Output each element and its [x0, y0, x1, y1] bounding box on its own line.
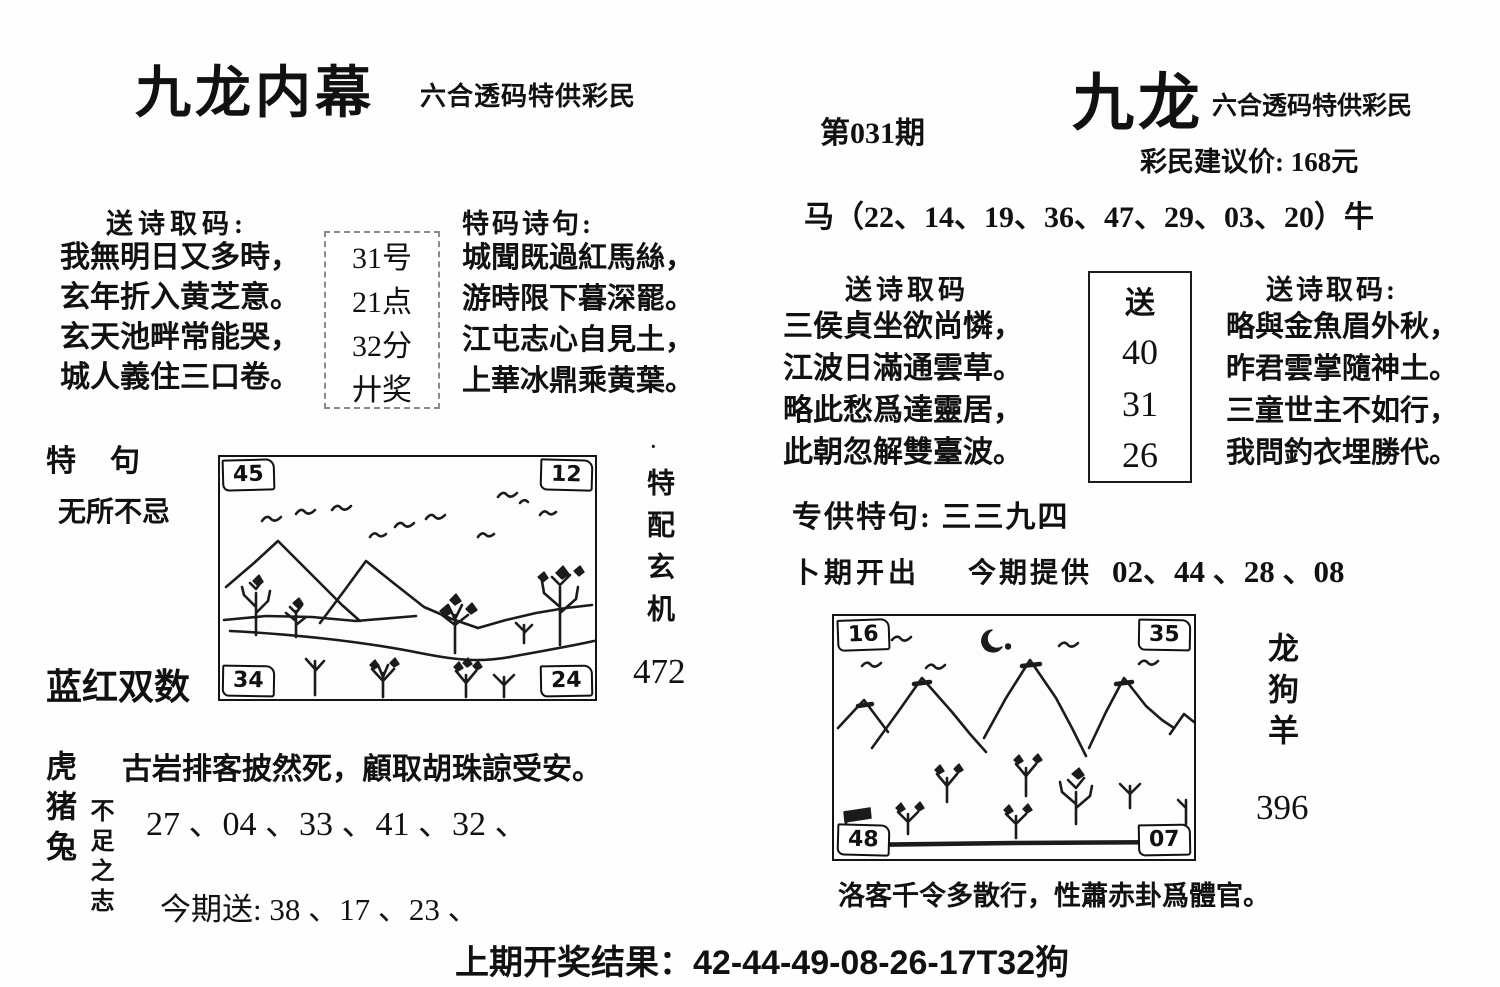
sketch-corner-number: 12 — [539, 458, 594, 492]
current-period-numbers: 02、44 、28 、08 — [1112, 554, 1345, 589]
poem-line: 三侯貞坐欲尚憐， — [783, 310, 1023, 343]
gift-box-number: 31 — [1122, 383, 1158, 424]
left-drawing-number: 472 — [633, 652, 686, 691]
motto-vertical-label: 不足之志 — [86, 798, 112, 918]
left-poem-header: 送诗取码: — [106, 209, 248, 239]
code-box-row: 廾奖 — [352, 374, 412, 407]
gift-box-number: 26 — [1122, 435, 1158, 476]
right-drawing-side-text: 龙狗羊 — [1263, 632, 1298, 755]
te-ju-value: 无所不忌 — [58, 497, 171, 528]
sketch-corner-number: 16 — [836, 618, 891, 652]
code-box-row: 21点 — [352, 286, 412, 319]
bottom-left-numbers: 27 、04 、33 、41 、32 、 — [146, 806, 529, 843]
left-masthead-title: 九龙内幕 — [135, 63, 375, 125]
mid-poem-header: 送诗取码 — [845, 275, 969, 305]
poem-line: 三童世主不如行， — [1226, 395, 1459, 427]
side-dot: · — [650, 436, 657, 458]
te-ju-label: 特 句 — [46, 445, 142, 478]
left-code-box: 31号 21点 32分 廾奖 — [324, 231, 440, 409]
left-masthead-subtitle: 六合透码特供彩民 — [420, 82, 637, 111]
suggested-price: 彩民建议价: 168元 — [1140, 147, 1359, 177]
special-poem-header: 特码诗句: — [462, 209, 594, 239]
code-box-row: 31号 — [352, 242, 412, 275]
prev-period-label: 卜期开出 — [792, 558, 921, 589]
special-phrase-line: 专供特句: 三三九四 — [792, 501, 1070, 534]
gift-box-title: 送 — [1125, 286, 1155, 320]
right-poem: 略與金魚眉外秋， 昨君雲掌隨神土。 三童世主不如行， 我問釣衣埋勝代。 — [1226, 306, 1458, 474]
poem-line: 城聞既過紅馬絲， — [462, 242, 695, 274]
poem-line: 略此愁爲達靈居， — [783, 394, 1023, 427]
poem-line: 我問釣衣埋勝代。 — [1226, 437, 1459, 469]
poem-line: 上華冰鼎乘黄葉。 — [462, 365, 695, 397]
left-poem: 我無明日又多時， 玄年折入黄芝意。 玄天池畔常能哭， 城人義住三口卷。 — [60, 238, 300, 398]
poem-line: 玄年折入黄芝意。 — [60, 281, 300, 314]
right-sketch-drawing: 16 35 48 07 — [832, 614, 1196, 861]
sketch-corner-number: 48 — [836, 823, 891, 857]
right-drawing-number: 396 — [1256, 788, 1309, 827]
sketch-corner-number: 07 — [1138, 823, 1192, 857]
poem-line: 城人義住三口卷。 — [60, 361, 300, 394]
poem-line: 我無明日又多時， — [60, 241, 300, 274]
sketch-corner-number: 24 — [540, 664, 594, 698]
special-poem: 城聞既過紅馬絲， 游時限下暮深罷。 江屯志心自見土， 上華冰鼎乘黄葉。 — [462, 238, 694, 402]
mid-poem: 三侯貞坐欲尚憐， 江波日滿通雲草。 略此愁爲達靈居， 此朝忽解雙臺波。 — [783, 306, 1023, 474]
lan-hong-label: 蓝红双数 — [46, 666, 191, 707]
code-box-row: 32分 — [352, 330, 412, 363]
left-sketch-drawing: 45 12 34 24 — [218, 455, 597, 701]
poem-line: 游時限下暮深罷。 — [462, 283, 695, 315]
mountain-scene-sketch — [222, 491, 595, 699]
left-drawing-side-text: 特配玄机 — [643, 468, 674, 636]
right-masthead-title: 九龙 — [1072, 70, 1205, 138]
current-period-label: 今期提供 — [968, 558, 1093, 589]
gift-box-number: 40 — [1122, 332, 1158, 373]
poem-line: 此朝忽解雙臺波。 — [783, 436, 1023, 469]
right-poem-header: 送诗取码: — [1266, 275, 1398, 305]
mid-gift-box: 送 40 31 26 — [1088, 271, 1192, 483]
poem-line: 江波日滿通雲草。 — [783, 352, 1023, 385]
poem-line: 昨君雲掌隨神土。 — [1226, 353, 1459, 385]
issue-number: 第031期 — [820, 117, 925, 150]
sketch-corner-number: 35 — [1138, 618, 1192, 652]
bottom-left-poem: 古岩排客披然死，顧取胡珠諒受安。 — [122, 753, 602, 786]
poem-line: 玄天池畔常能哭， — [60, 321, 300, 354]
right-drawing-caption: 洛客千令多散行，性蕭赤卦爲體官。 — [838, 881, 1270, 911]
poem-line: 江屯志心自見土， — [462, 324, 695, 356]
previous-draw-result: 上期开奖结果：42-44-49-08-26-17T32狗 — [455, 944, 1070, 982]
bottom-left-gift-numbers: 今期送: 38 、17 、23 、 — [160, 892, 479, 927]
sketch-corner-number: 45 — [221, 458, 276, 492]
sketch-corner-number: 34 — [221, 664, 275, 698]
zodiac-number-line: 马（22、14、19、36、47、29、03、20）牛 — [804, 201, 1374, 234]
right-masthead-subtitle: 六合透码特供彩民 — [1212, 93, 1413, 120]
mountain-scene-sketch — [836, 629, 1194, 848]
zodiac-vertical-label: 虎猪兔 — [41, 750, 76, 870]
poem-line: 略與金魚眉外秋， — [1226, 311, 1459, 343]
